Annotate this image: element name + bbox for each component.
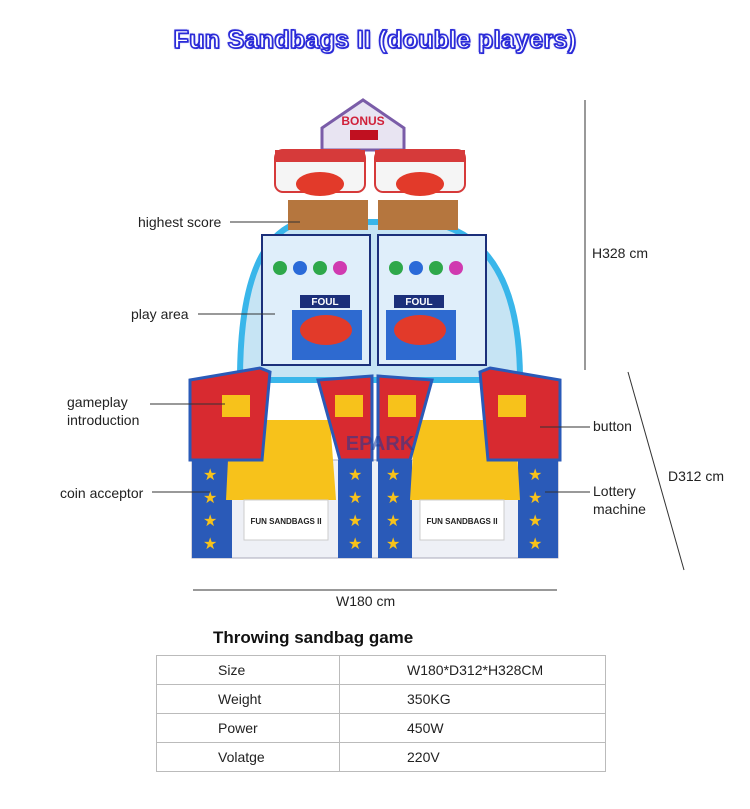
- spec-value: 450W: [339, 713, 606, 743]
- height-label: H328 cm: [592, 245, 649, 261]
- svg-text:★: ★: [203, 488, 217, 507]
- svg-text:★: ★: [348, 488, 362, 507]
- svg-text:FOUL: FOUL: [311, 297, 338, 308]
- spec-value: W180*D312*H328CM: [339, 655, 606, 685]
- svg-text:★: ★: [528, 511, 542, 530]
- svg-text:★: ★: [528, 534, 542, 553]
- svg-text:★: ★: [528, 488, 542, 507]
- depth-label: D312 cm: [668, 468, 725, 484]
- callout-button: button: [593, 418, 632, 434]
- star-decorations: ★ ★ ★ ★ ★ ★ ★ ★ ★ ★ ★ ★ ★ ★ ★ ★: [203, 465, 542, 553]
- svg-text:★: ★: [203, 465, 217, 484]
- bonus-sign: [320, 98, 406, 152]
- callout-coin-acceptor: coin acceptor: [60, 485, 144, 501]
- svg-text:FUN SANDBAGS II: FUN SANDBAGS II: [426, 517, 497, 526]
- svg-text:★: ★: [386, 534, 400, 553]
- width-label: W180 cm: [336, 593, 396, 609]
- top-sign-left: [274, 149, 366, 196]
- play-area-left: FOUL: [261, 234, 371, 366]
- page-title: Fun Sandbags II (double players): [173, 25, 577, 55]
- score-board-left: [288, 200, 368, 230]
- svg-text:★: ★: [386, 511, 400, 530]
- svg-text:★: ★: [203, 511, 217, 530]
- svg-text:★: ★: [348, 511, 362, 530]
- spec-label: Size: [156, 655, 340, 685]
- specs-heading: Throwing sandbag game: [213, 628, 414, 647]
- spec-label: Weight: [156, 684, 340, 714]
- svg-text:★: ★: [348, 534, 362, 553]
- bonus-text: BONUS: [341, 114, 384, 128]
- spec-label: Power: [156, 713, 340, 743]
- svg-text:★: ★: [528, 465, 542, 484]
- svg-text:★: ★: [348, 465, 362, 484]
- depth-dimension-line: [627, 371, 685, 571]
- spec-value: 220V: [339, 742, 606, 772]
- brand-logo: EPARK: [346, 433, 415, 455]
- callout-lines: [150, 100, 685, 591]
- svg-text:FUN SANDBAGS II: FUN SANDBAGS II: [250, 517, 321, 526]
- callout-highest-score: highest score: [138, 214, 222, 230]
- callout-lottery-machine: Lottery machine: [593, 483, 646, 517]
- arcade-machine-illustration: BONUS FOUL FOUL: [150, 98, 685, 591]
- callout-gameplay-introduction: gameplay introduction: [67, 394, 140, 428]
- spec-value: 350KG: [339, 684, 606, 714]
- svg-text:★: ★: [386, 465, 400, 484]
- play-area-right: FOUL: [377, 234, 487, 366]
- callout-play-area: play area: [131, 306, 189, 322]
- svg-text:★: ★: [203, 534, 217, 553]
- score-board-right: [378, 200, 458, 230]
- svg-text:★: ★: [386, 488, 400, 507]
- svg-text:FOUL: FOUL: [405, 297, 432, 308]
- top-sign-right: [374, 149, 466, 196]
- spec-label: Volatge: [156, 742, 340, 772]
